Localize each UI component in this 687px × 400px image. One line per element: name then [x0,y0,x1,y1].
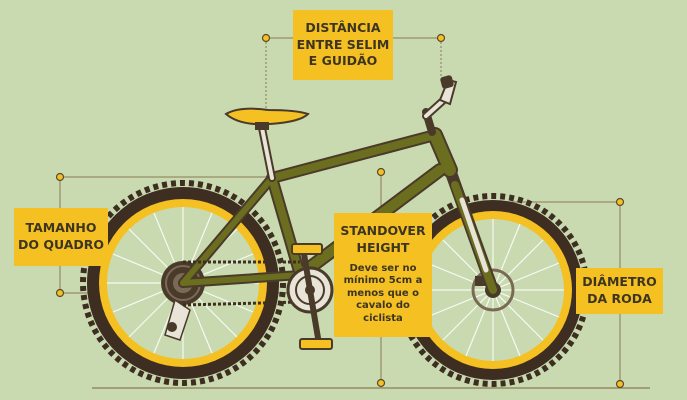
standover-height-label: STANDOVER HEIGHT Deve ser no mínimo 5cm … [334,213,432,337]
seat-handlebar-distance-label: DISTÂNCIA ENTRE SELIM E GUIDÃO [293,10,393,80]
chain [182,260,301,307]
label-line: STANDOVER [340,223,426,238]
frame-size-label: TAMANHO DO QUADRO [14,208,108,266]
label-line: HEIGHT [356,239,410,255]
label-line: DIÂMETRO [582,274,657,290]
note-line: cavalo do [356,300,410,312]
label-line: DO QUADRO [17,237,105,252]
wheel-diameter-label: DIÂMETRO DA RODA [576,268,663,314]
saddle-icon [224,107,310,130]
label-line: DISTÂNCIA [305,19,381,35]
note-line: Deve ser no [349,262,417,274]
handlebar-icon [422,75,458,136]
label-line: ENTRE SELIM [296,36,390,52]
chainring-icon [286,251,334,341]
pedal-icon [291,243,333,350]
note-line: ciclista [363,312,403,324]
note-line: menos que o [346,287,420,299]
standover-note: Deve ser no mínimo 5cm a menos que o cav… [344,263,423,326]
label-line: TAMANHO [25,220,97,236]
note-line: mínimo 5cm a [343,275,423,287]
label-line: DA RODA [587,291,652,306]
label-line: E GUIDÃO [308,53,378,69]
measure-endpoints [55,33,625,389]
